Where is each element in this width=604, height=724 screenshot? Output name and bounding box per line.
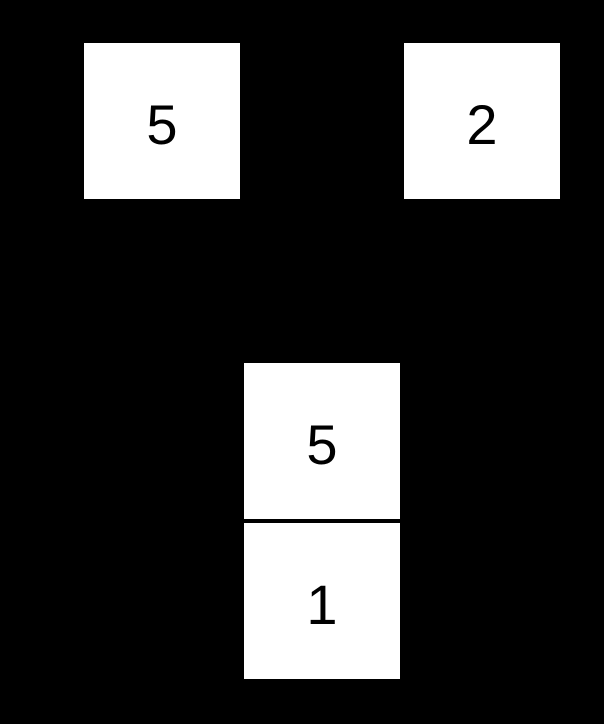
tile-stack-top[interactable]: 5 [244,363,400,519]
tile-stack-bottom[interactable]: 1 [244,523,400,679]
tile-top-left[interactable]: 5 [84,43,240,199]
tile-top-right[interactable]: 2 [404,43,560,199]
tile-stack-divider [244,519,400,523]
tile-value: 2 [466,93,498,156]
tile-value: 5 [306,413,338,476]
tile-value: 1 [306,573,338,636]
tile-value: 5 [146,93,178,156]
